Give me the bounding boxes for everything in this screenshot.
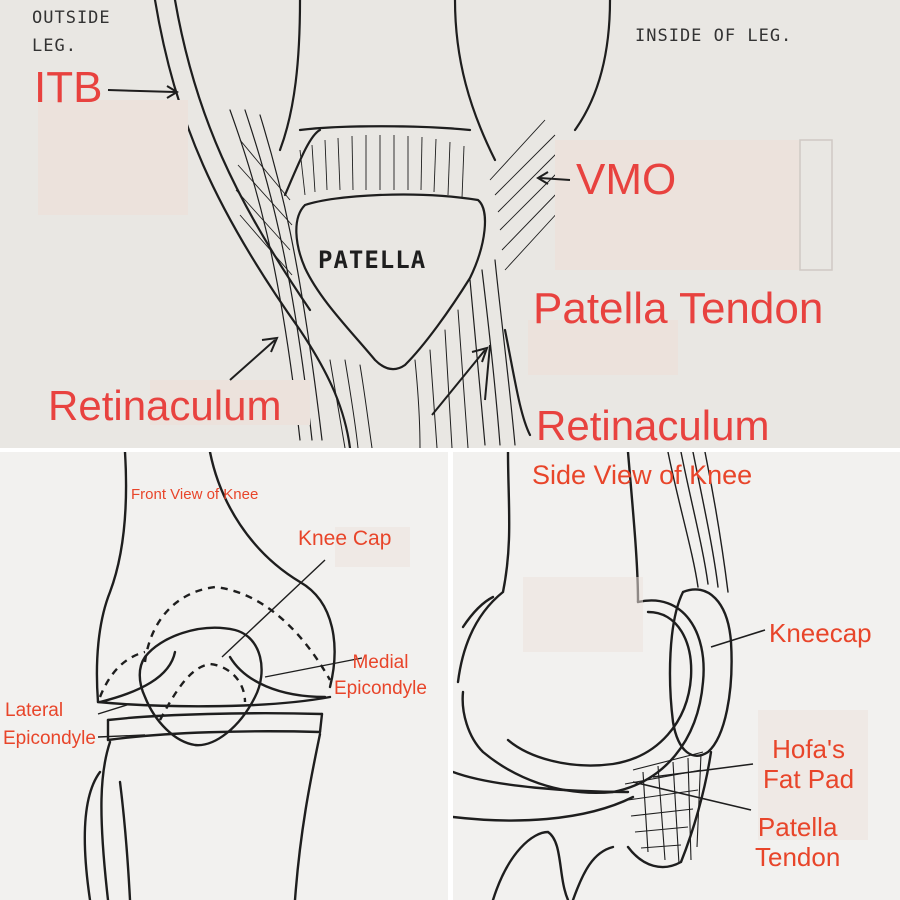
top-sketch xyxy=(38,0,833,448)
outside-leg-note: OUTSIDE LEG. xyxy=(32,8,111,56)
lateral-line1: Lateral xyxy=(5,700,64,721)
side-view-sketch xyxy=(453,452,868,900)
blank-patch xyxy=(528,320,678,375)
femur-outline xyxy=(278,0,302,152)
retinaculum-right-arrow xyxy=(484,344,491,401)
label-lateral-epicondyle: Lateral Epicondyle xyxy=(3,697,96,753)
front-view-title: Front View of Knee xyxy=(131,486,259,503)
blank-patch xyxy=(38,100,188,215)
label-medial-epicondyle: Medial Epicondyle xyxy=(334,650,427,702)
blank-patch xyxy=(150,380,310,425)
label-retinaculum-right: Retinaculum xyxy=(536,402,770,448)
itb-arrow xyxy=(107,89,176,93)
front-view-panel: Front View of Knee Knee Cap Medial Epico… xyxy=(0,452,448,900)
label-patella-tendon: Patella Tendon xyxy=(533,284,824,333)
side-view-title: Side View of Knee xyxy=(532,460,753,490)
label-itb: ITB xyxy=(34,63,103,112)
hofas-line2: Fat Pad xyxy=(763,764,855,794)
front-view-sketch xyxy=(83,452,410,900)
blank-patch xyxy=(335,527,410,567)
patella-handwritten-label: PATELLA xyxy=(318,246,427,274)
patella-line2: Tendon xyxy=(755,842,841,872)
tibia-outline xyxy=(100,740,112,900)
femoral-condyle xyxy=(461,599,705,794)
side-view-panel: Side View of Knee Kneecap Hofa's Fat Pad… xyxy=(453,452,900,900)
divider-horizontal xyxy=(0,448,900,452)
label-knee-cap: Knee Cap xyxy=(298,527,392,550)
inside-leg-note: INSIDE OF LEG. xyxy=(635,26,793,46)
hofas-line1: Hofa's xyxy=(772,734,845,764)
patella-outline xyxy=(668,588,733,757)
divider-vertical xyxy=(448,452,453,900)
patella-outline xyxy=(295,193,487,371)
top-panel: OUTSIDE LEG. INSIDE OF LEG. PATELLA ITB … xyxy=(0,0,900,448)
blank-patch xyxy=(758,710,868,840)
patella-line1: Patella xyxy=(757,812,838,842)
femur-outline xyxy=(456,452,511,684)
itb-band xyxy=(153,0,352,448)
vmo-arrow xyxy=(539,177,571,181)
lateral-line2: Epicondyle xyxy=(3,728,96,749)
blank-patch xyxy=(523,577,643,652)
femur-outline xyxy=(95,452,128,704)
label-vmo: VMO xyxy=(576,155,677,204)
label-retinaculum-left: Retinaculum xyxy=(48,382,282,429)
medial-line1: Medial xyxy=(352,652,409,673)
patella-tendon-arrow xyxy=(431,349,486,416)
label-kneecap: Kneecap xyxy=(769,618,872,648)
retinaculum-left-arrow xyxy=(229,339,276,381)
medial-line2: Epicondyle xyxy=(334,678,427,699)
blank-patch xyxy=(555,140,800,270)
label-patella-tendon-side: Patella Tendon xyxy=(755,812,840,872)
kneecap-outline xyxy=(138,626,263,747)
label-hofas-fat-pad: Hofa's Fat Pad xyxy=(763,734,854,794)
